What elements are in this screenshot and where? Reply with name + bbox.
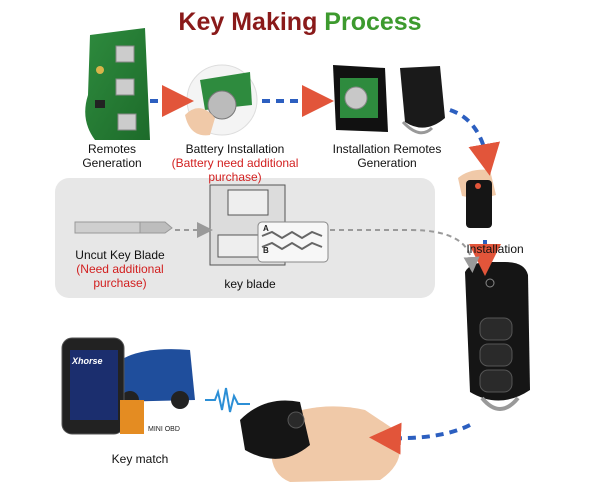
arrow-to-installation [449, 108, 500, 176]
remotes-line1: Remotes [87, 142, 137, 156]
install-remotes-line1: Installation Remotes [332, 142, 442, 156]
arrow-flip-key-to-hand [369, 422, 471, 455]
step-label-install-remotes: Installation Remotes Generation [322, 142, 452, 170]
installation-image [458, 169, 496, 228]
battery-main: Battery Installation [185, 142, 285, 156]
flip-key-image [465, 262, 530, 411]
uncut-blade-main: Uncut Key Blade [75, 248, 165, 262]
blade-mark-b: B [263, 246, 269, 255]
signal-wave [205, 387, 250, 413]
install-remotes-line2: Generation [357, 156, 417, 170]
page-title: Key Making Process [0, 8, 600, 37]
remote-pcb-image [85, 28, 150, 140]
battery-note: (Battery need additional purchase) [171, 156, 299, 184]
blade-mark-a: A [263, 224, 269, 233]
arrow-machine-to-key [330, 229, 480, 273]
uncut-blade-note: (Need additional purchase) [76, 262, 164, 290]
step-label-installation: Installation [466, 242, 524, 256]
title-word-process: Process [324, 8, 422, 36]
open-remote-shell-image [333, 65, 445, 135]
key-tool-device-image [61, 337, 195, 435]
uncut-key-blade-image [74, 221, 173, 234]
battery-installation-image [185, 64, 258, 136]
title-word-key-making: Key Making [178, 8, 318, 36]
hand-with-key-image [240, 400, 400, 482]
remotes-line2: Generation [82, 156, 142, 170]
step-label-battery: Battery Installation (Battery need addit… [150, 142, 320, 184]
step-label-remotes: Remotes Generation [72, 142, 152, 170]
mini-obd-label: MINI OBD [148, 426, 180, 433]
step-label-uncut-blade: Uncut Key Blade (Need additional purchas… [55, 248, 185, 290]
step-label-key-match: Key match [111, 452, 169, 466]
key-cutting-machine-image [209, 184, 329, 266]
step-label-key-blade: key blade [224, 277, 276, 291]
device-brand: Xhorse [72, 356, 103, 366]
